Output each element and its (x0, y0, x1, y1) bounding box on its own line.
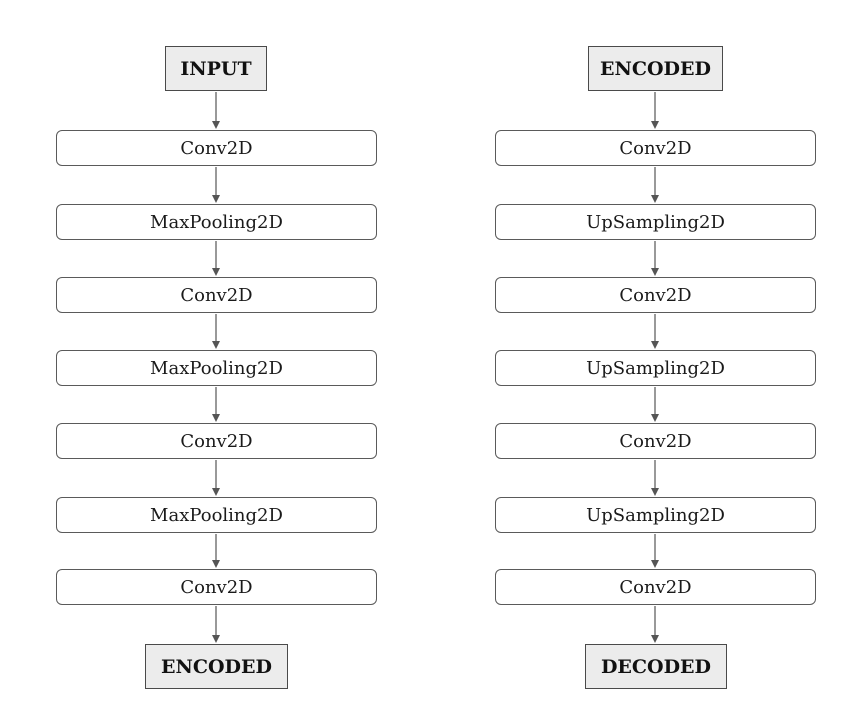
left-arrow-6 (212, 460, 220, 496)
right-arrow-4 (651, 314, 659, 349)
left-arrow-2 (212, 167, 220, 203)
left-arrow-7 (212, 534, 220, 568)
left-input-node: INPUT (165, 46, 267, 91)
right-layer-3: Conv2D (495, 277, 816, 313)
right-arrow-5 (651, 387, 659, 422)
left-layer-2: MaxPooling2D (56, 204, 377, 240)
right-arrow-3 (651, 241, 659, 276)
right-arrow-6 (651, 460, 659, 496)
left-arrow-4 (212, 314, 220, 349)
left-arrow-1 (212, 92, 220, 129)
left-layer-7: Conv2D (56, 569, 377, 605)
right-arrow-7 (651, 534, 659, 568)
right-arrow-8 (651, 606, 659, 643)
left-layer-3: Conv2D (56, 277, 377, 313)
left-output-node: ENCODED (145, 644, 288, 689)
right-layer-4: UpSampling2D (495, 350, 816, 386)
right-layer-7: Conv2D (495, 569, 816, 605)
left-layer-5: Conv2D (56, 423, 377, 459)
right-arrow-1 (651, 92, 659, 129)
left-arrow-3 (212, 241, 220, 276)
left-layer-6: MaxPooling2D (56, 497, 377, 533)
right-layer-5: Conv2D (495, 423, 816, 459)
right-arrow-2 (651, 167, 659, 203)
right-layer-6: UpSampling2D (495, 497, 816, 533)
left-layer-1: Conv2D (56, 130, 377, 166)
right-output-node: DECODED (585, 644, 727, 689)
right-layer-1: Conv2D (495, 130, 816, 166)
left-layer-4: MaxPooling2D (56, 350, 377, 386)
right-layer-2: UpSampling2D (495, 204, 816, 240)
left-arrow-5 (212, 387, 220, 422)
left-arrow-8 (212, 606, 220, 643)
right-input-node: ENCODED (588, 46, 723, 91)
